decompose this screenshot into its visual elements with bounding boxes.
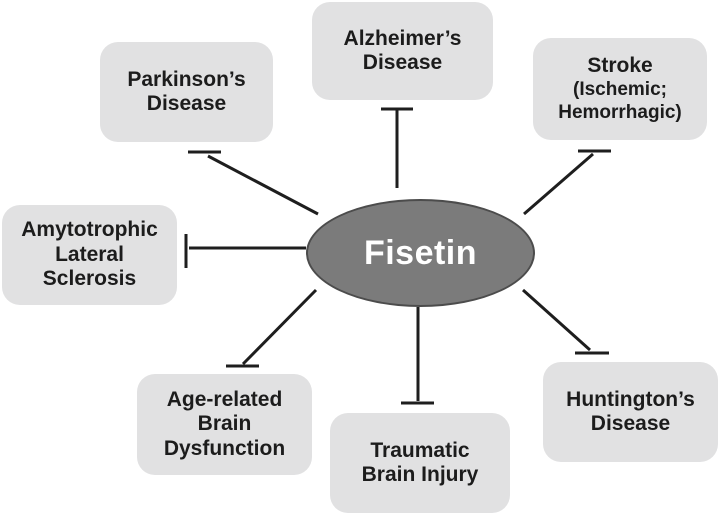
node-age-related-brain-dysfunction: Age-related Brain Dysfunction: [137, 374, 312, 475]
node-label: Amytotrophic Lateral Sclerosis: [21, 218, 158, 291]
edge-shaft: [523, 152, 594, 216]
node-label: Huntington’s Disease: [566, 387, 695, 435]
fisetin-label: Fisetin: [363, 233, 478, 272]
node-label: Parkinson’s Disease: [127, 67, 246, 115]
inhibition-edge-stroke: [523, 149, 611, 216]
inhibition-edge-parkinsons: [188, 150, 319, 216]
node-label: Stroke: [587, 53, 653, 77]
fisetin-center-ellipse: Fisetin: [306, 199, 535, 307]
node-label: Age-related Brain Dysfunction: [163, 387, 286, 460]
node-label: Traumatic Brain Injury: [361, 438, 479, 486]
inhibition-edge-age-related: [226, 288, 318, 368]
edge-shaft: [521, 288, 592, 352]
inhibition-edge-alzheimers: [381, 107, 413, 188]
inhibition-edge-als: [184, 234, 306, 268]
node-sublabel: (Ischemic; Hemorrhagic): [558, 79, 682, 124]
node-parkinsons-disease: Parkinson’s Disease: [100, 42, 273, 142]
node-huntingtons-disease: Huntington’s Disease: [543, 362, 718, 462]
node-stroke: Stroke (Ischemic; Hemorrhagic): [533, 38, 707, 140]
node-alzheimers-disease: Alzheimer’s Disease: [312, 2, 493, 100]
node-label: Alzheimer’s Disease: [343, 26, 462, 74]
edge-shaft: [241, 288, 318, 366]
edge-shaft: [207, 154, 319, 216]
inhibition-edge-huntingtons: [521, 288, 609, 355]
node-amytotrophic-lateral-sclerosis: Amytotrophic Lateral Sclerosis: [2, 205, 177, 305]
inhibition-edge-tbi: [401, 307, 434, 405]
node-traumatic-brain-injury: Traumatic Brain Injury: [330, 413, 510, 513]
